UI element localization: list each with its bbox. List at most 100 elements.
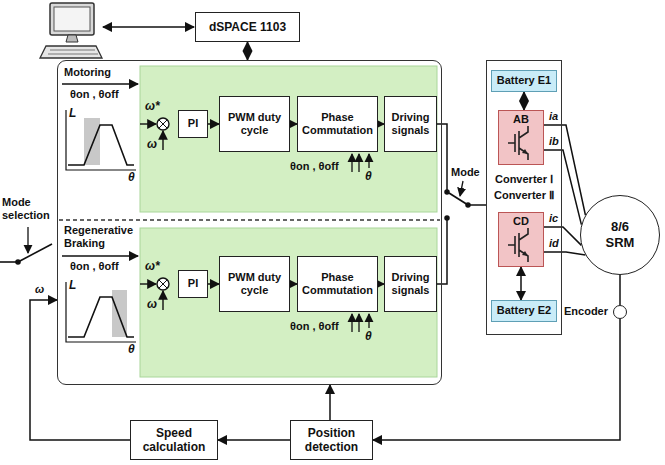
node-text: PWM duty cycle [222, 271, 287, 297]
signal-connector [520, 267, 522, 300]
node-text: PWM duty cycle [222, 111, 287, 137]
mode-selection-switch [16, 260, 20, 264]
green-band [140, 66, 437, 377]
pwm-box: PWM duty cycle [219, 96, 290, 152]
signal-label: ω* [145, 260, 160, 273]
node-text: 8/6 SRM [597, 219, 643, 250]
commutation-box: Phase Commutation [297, 96, 378, 152]
current-label: ia [548, 110, 559, 123]
driver-box: Driving signals [384, 256, 437, 312]
node-text: Battery E1 [497, 74, 551, 87]
inductance-plot [68, 125, 134, 165]
signal-label: Mode selection [2, 196, 58, 222]
signal-connector [523, 92, 525, 110]
current-label: ω [34, 283, 45, 296]
green-band [140, 66, 437, 212]
mode-selection-switch [27, 227, 28, 253]
pi-box: PI [178, 270, 208, 298]
signal-connector [218, 439, 290, 441]
summing-junction [157, 118, 169, 130]
node-text: dSPACE 1103 [209, 20, 286, 34]
angle-arrow [62, 255, 138, 257]
green-band [140, 228, 437, 377]
node-text: Converter Ⅰ [487, 173, 561, 186]
computer-icon [48, 50, 98, 54]
mode-selection-switch [0, 227, 52, 264]
signal-connector [329, 385, 331, 420]
signal-connector [544, 125, 585, 215]
node-text: Motoring [64, 66, 144, 79]
computer-icon [50, 3, 94, 35]
summing-junction [140, 118, 169, 310]
summing-junction [140, 123, 156, 124]
current-label: ic [548, 212, 559, 225]
angle-input-arrow [351, 154, 352, 172]
signal-label: θon , θoff [290, 160, 339, 173]
inductance-plot [68, 297, 134, 337]
dashed-divider [59, 219, 440, 220]
signal-label: θon , θoff [290, 320, 339, 333]
signal-label: θon , θoff [70, 260, 119, 273]
summing-junction [140, 283, 156, 284]
node-text: Position detection [293, 426, 370, 455]
summing-junction [162, 131, 163, 150]
summing-junction [159, 120, 167, 128]
signal-connector [30, 300, 130, 440]
angle-input-arrow [351, 314, 352, 332]
process-box: Speed calculation [130, 420, 218, 460]
control-panel: MotoringRegenerative BrakingPIPWM duty c… [57, 60, 442, 385]
converter-box: CD [498, 212, 544, 267]
angle-arrow [62, 83, 138, 85]
igbt-symbol [506, 126, 536, 160]
igbt-symbol [522, 251, 528, 256]
summing-junction [157, 278, 169, 290]
mode-selection-switch [18, 244, 52, 262]
pi-box: PI [178, 110, 208, 138]
pwm-box: PWM duty cycle [219, 256, 290, 312]
signal-connector [373, 319, 620, 440]
signal-connector [290, 123, 297, 125]
battery-box: Battery E1 [491, 70, 557, 92]
battery-box: Battery E2 [491, 300, 557, 322]
signal-connector [247, 42, 249, 60]
current-label: id [548, 237, 560, 250]
signal-label: θ [128, 171, 135, 184]
computer-icon [54, 7, 90, 31]
node-text: Phase Commutation [300, 271, 375, 297]
inductance-plot [66, 282, 136, 342]
signal-connector [208, 283, 219, 285]
converter-enclosure: Converter Ⅰ Converter Ⅱ Battery E1 AB CD Batt… [486, 60, 562, 335]
node-text: AB [513, 113, 529, 126]
signal-label: L [69, 279, 76, 292]
inductance-plot [66, 110, 136, 170]
signal-connector [290, 283, 297, 285]
mode-switch [449, 193, 468, 205]
signal-label: L [69, 107, 76, 120]
angle-input-arrow [358, 154, 359, 172]
summing-junction [159, 280, 167, 288]
commutation-box: Phase Commutation [297, 256, 378, 312]
computer-icon [40, 46, 102, 58]
encoder-circle: Encoder [613, 305, 627, 319]
node-text: PI [188, 277, 198, 290]
link-arrow [103, 26, 194, 28]
node-text: Converter Ⅱ [487, 189, 561, 202]
node-text: Driving signals [387, 271, 434, 297]
signal-label: ω [147, 138, 157, 151]
angle-input-arrow [358, 314, 359, 332]
node-text: Regenerative Braking [64, 224, 146, 250]
igbt-symbol [508, 126, 528, 160]
node-text: Driving signals [387, 111, 434, 137]
driver-box: Driving signals [384, 96, 437, 152]
signal-label: ω [147, 298, 157, 311]
node-text: Battery E2 [497, 304, 551, 317]
node-text: Encoder [564, 305, 608, 318]
node-text: Phase Commutation [300, 111, 375, 137]
signal-label: ω* [145, 100, 160, 113]
computer-icon [40, 3, 102, 58]
igbt-symbol [506, 228, 536, 262]
signal-label: θ [365, 170, 372, 183]
summing-junction [162, 291, 163, 310]
signal-label: θon , θoff [70, 88, 119, 101]
